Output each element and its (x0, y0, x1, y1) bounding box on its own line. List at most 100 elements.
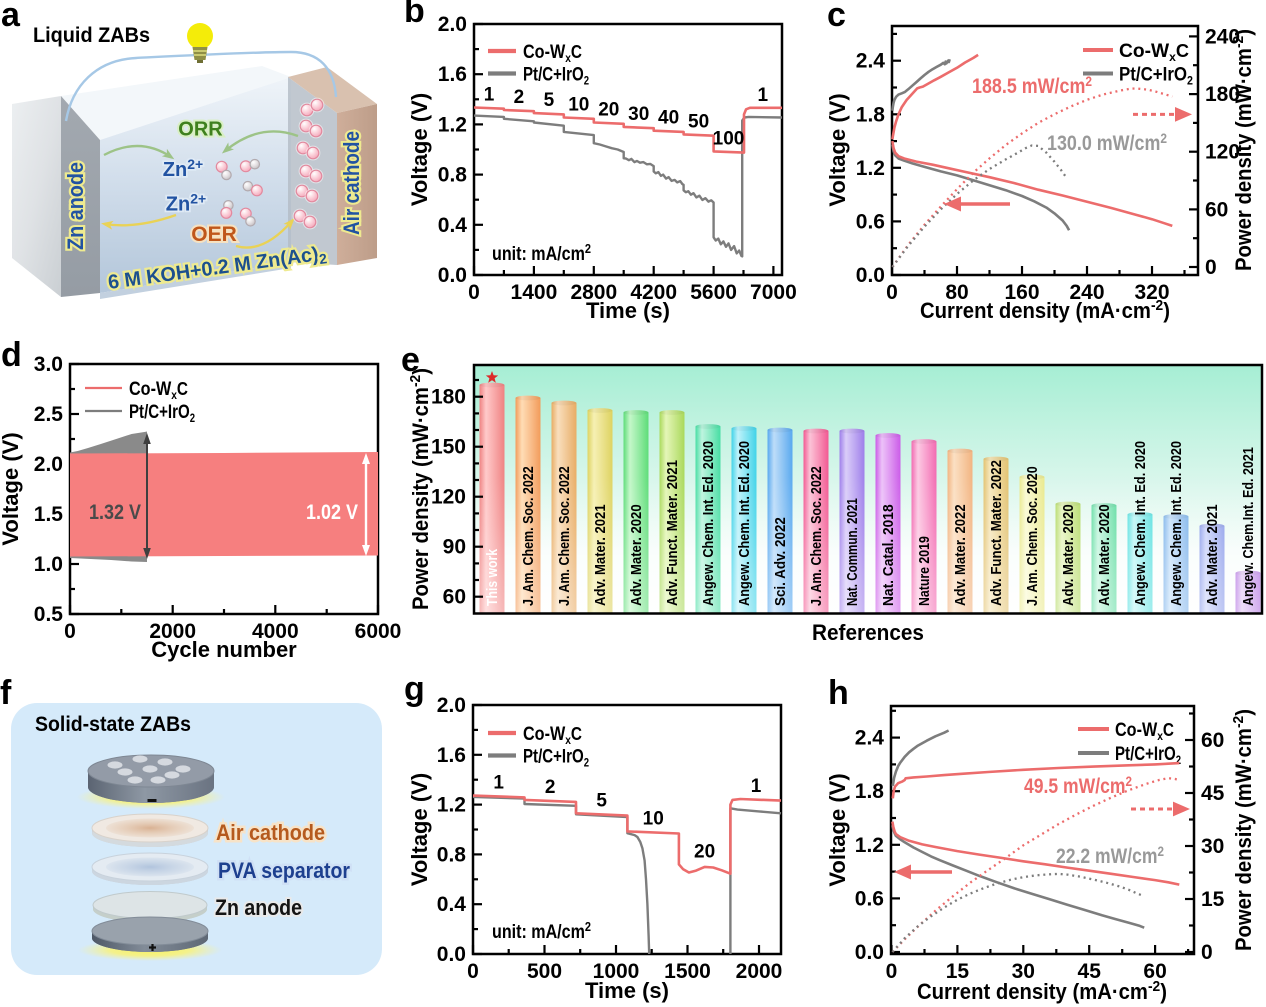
svg-text:90: 90 (443, 536, 466, 559)
svg-text:Pt/C+IrO2: Pt/C+IrO2 (1115, 744, 1181, 767)
svg-text:2000: 2000 (149, 620, 196, 643)
svg-text:Power density (mW·cm-2): Power density (mW·cm-2) (407, 368, 433, 610)
svg-text:Adv. Mater. 2020: Adv. Mater. 2020 (1060, 504, 1077, 606)
svg-text:1000: 1000 (593, 960, 640, 983)
svg-text:1.6: 1.6 (438, 63, 467, 86)
svg-text:Voltage (V): Voltage (V) (407, 773, 432, 886)
svg-text:1.02 V: 1.02 V (306, 501, 358, 524)
svg-text:c: c (827, 0, 846, 34)
svg-text:2000: 2000 (736, 960, 783, 983)
svg-text:0: 0 (64, 620, 76, 643)
svg-text:7000: 7000 (750, 281, 797, 304)
svg-text:45: 45 (1078, 960, 1102, 983)
svg-text:0.0: 0.0 (438, 264, 467, 287)
svg-text:This work: This work (484, 548, 501, 606)
svg-text:0.5: 0.5 (34, 603, 64, 626)
svg-text:Air cathode: Air cathode (339, 131, 364, 235)
svg-text:ORR: ORR (178, 119, 223, 141)
svg-text:240: 240 (1205, 25, 1240, 48)
svg-text:40: 40 (658, 108, 679, 129)
svg-text:b: b (404, 0, 425, 30)
svg-text:2.4: 2.4 (856, 50, 886, 73)
svg-text:20: 20 (598, 100, 619, 121)
svg-text:188.5 mW/cm2: 188.5 mW/cm2 (972, 73, 1092, 98)
svg-text:Adv. Funct. Mater. 2022: Adv. Funct. Mater. 2022 (988, 460, 1005, 606)
svg-text:1400: 1400 (511, 281, 558, 304)
svg-text:Liquid ZABs: Liquid ZABs (33, 24, 150, 47)
svg-text:5: 5 (544, 90, 555, 111)
svg-text:Nat. Catal. 2018: Nat. Catal. 2018 (880, 504, 897, 606)
svg-text:1: 1 (751, 776, 762, 797)
svg-text:J. Am. Chem. Soc. 2022: J. Am. Chem. Soc. 2022 (808, 466, 825, 606)
svg-text:0.8: 0.8 (438, 164, 468, 187)
svg-text:15: 15 (946, 960, 970, 983)
svg-text:Adv. Mater. 2021: Adv. Mater. 2021 (592, 504, 609, 606)
svg-text:Nat. Commun. 2021: Nat. Commun. 2021 (844, 498, 861, 606)
svg-text:Pt/C+IrO2: Pt/C+IrO2 (1119, 65, 1193, 88)
svg-text:Zn anode: Zn anode (215, 895, 302, 920)
svg-text:0: 0 (886, 281, 898, 304)
svg-text:Air cathode: Air cathode (216, 820, 325, 845)
svg-text:1.2: 1.2 (855, 834, 884, 857)
svg-text:0.0: 0.0 (856, 264, 885, 287)
svg-text:5: 5 (596, 790, 607, 811)
svg-text:0: 0 (1205, 256, 1217, 279)
svg-text:1: 1 (484, 85, 495, 106)
svg-text:1: 1 (758, 85, 769, 106)
svg-text:Cycle number: Cycle number (151, 637, 297, 662)
svg-text:0: 0 (468, 281, 480, 304)
svg-text:320: 320 (1134, 281, 1169, 304)
svg-text:1.6: 1.6 (437, 744, 466, 767)
svg-text:1500: 1500 (664, 960, 711, 983)
svg-text:100: 100 (713, 128, 745, 149)
svg-text:49.5 mW/cm2: 49.5 mW/cm2 (1024, 773, 1132, 798)
svg-text:2.0: 2.0 (34, 453, 63, 476)
svg-text:References: References (812, 620, 924, 645)
svg-text:240: 240 (1069, 281, 1104, 304)
svg-text:10: 10 (568, 95, 589, 116)
svg-text:4200: 4200 (630, 281, 677, 304)
svg-text:Current density (mA·cm-2): Current density (mA·cm-2) (917, 978, 1167, 1004)
svg-text:1.2: 1.2 (438, 113, 467, 136)
svg-text:0.4: 0.4 (438, 214, 468, 237)
svg-text:500: 500 (527, 960, 562, 983)
svg-text:h: h (828, 674, 849, 712)
svg-text:0.0: 0.0 (855, 941, 884, 964)
svg-text:120: 120 (1205, 141, 1240, 164)
svg-text:2.0: 2.0 (437, 694, 466, 717)
svg-text:80: 80 (945, 281, 968, 304)
svg-text:2.5: 2.5 (34, 403, 64, 426)
svg-text:J. Am. Chem. Soc. 2022: J. Am. Chem. Soc. 2022 (520, 466, 537, 606)
svg-text:1.2: 1.2 (437, 794, 466, 817)
svg-text:2800: 2800 (570, 281, 617, 304)
svg-text:30: 30 (628, 104, 649, 125)
svg-text:10: 10 (643, 808, 664, 829)
svg-text:Adv. Mater. 2021: Adv. Mater. 2021 (1204, 504, 1221, 606)
svg-text:0.6: 0.6 (855, 887, 884, 910)
svg-text:60: 60 (1143, 960, 1166, 983)
svg-text:f: f (0, 674, 12, 712)
svg-text:22.2 mW/cm2: 22.2 mW/cm2 (1056, 843, 1164, 868)
svg-text:180: 180 (1205, 83, 1240, 106)
svg-text:Angew. Chem.Int. Ed. 2021: Angew. Chem.Int. Ed. 2021 (1240, 447, 1257, 606)
svg-text:Pt/C+IrO2: Pt/C+IrO2 (523, 65, 589, 88)
svg-text:1.2: 1.2 (856, 157, 885, 180)
svg-text:Zn2+: Zn2+ (166, 191, 206, 216)
svg-text:30: 30 (1201, 835, 1224, 858)
svg-text:4000: 4000 (252, 620, 299, 643)
svg-text:e: e (401, 341, 420, 379)
svg-text:Voltage (V): Voltage (V) (407, 93, 432, 206)
svg-text:Adv. Funct. Mater. 2021: Adv. Funct. Mater. 2021 (664, 460, 681, 606)
svg-text:unit: mA/cm2: unit: mA/cm2 (492, 919, 591, 943)
svg-text:60: 60 (1205, 198, 1228, 221)
svg-text:1.8: 1.8 (856, 103, 886, 126)
svg-text:Sci. Adv. 2022: Sci. Adv. 2022 (772, 517, 789, 606)
svg-text:30: 30 (1012, 960, 1035, 983)
svg-text:1.0: 1.0 (34, 553, 63, 576)
svg-text:Current density (mA·cm-2): Current density (mA·cm-2) (920, 297, 1170, 323)
svg-text:OER: OER (191, 223, 237, 246)
svg-text:2: 2 (545, 777, 556, 798)
svg-text:1.5: 1.5 (34, 503, 64, 526)
svg-text:0.6: 0.6 (856, 210, 885, 233)
svg-text:60: 60 (443, 586, 466, 609)
